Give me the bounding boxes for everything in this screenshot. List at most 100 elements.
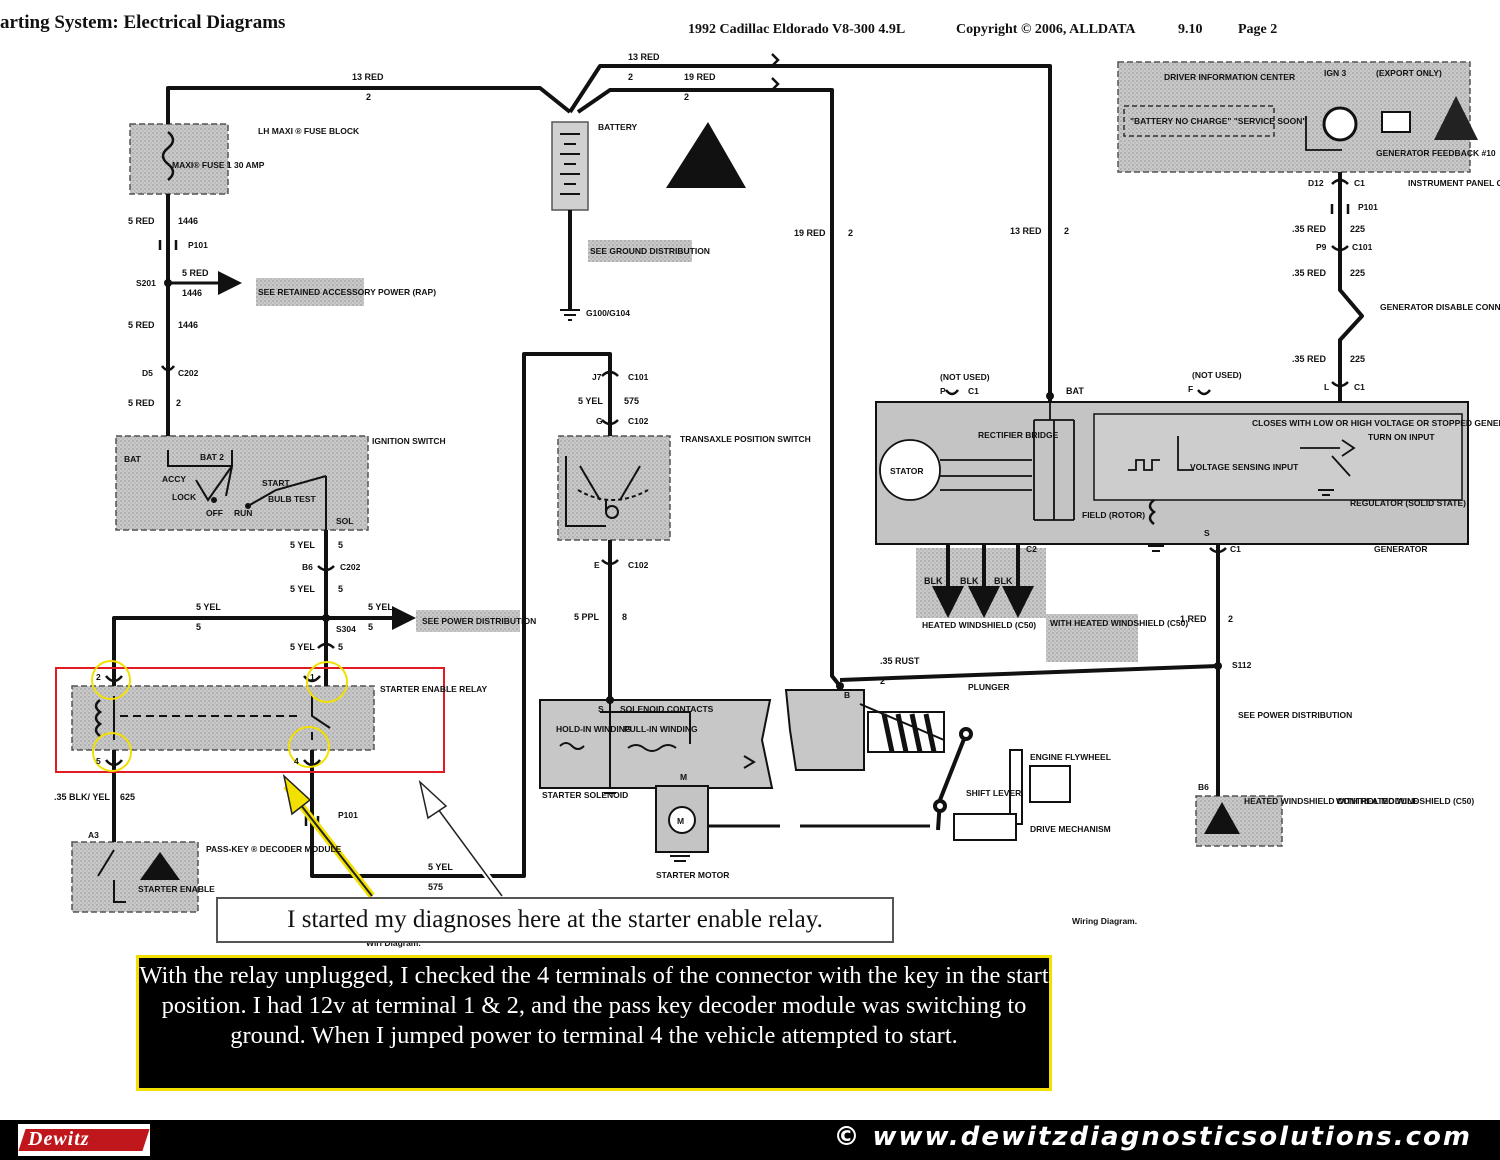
copyright-label: Copyright © 2006, ALLDATA <box>956 22 1136 37</box>
version-label: 9.10 <box>1178 22 1203 37</box>
stator-label: STATOR <box>890 466 924 476</box>
dic-message-box <box>1123 105 1275 137</box>
starter-motor-label: STARTER MOTOR <box>656 870 729 880</box>
motor-icon <box>668 806 696 834</box>
ign-run: RUN <box>234 508 252 518</box>
hwcm-label: HEATED WINDSHIELD CONTROL MODULE <box>1244 796 1418 806</box>
svg-text:225: 225 <box>1350 354 1365 364</box>
field-label: FIELD (ROTOR) <box>1082 510 1145 520</box>
plunger-label: PLUNGER <box>968 682 1010 692</box>
maxi-fuse-label: MAXI® FUSE 1 30 AMP <box>172 160 265 170</box>
svg-text:.35 RED: .35 RED <box>1292 268 1327 278</box>
connector-labels: P101 S201 D5 C202 B6 C202 S304 A3 P101 J… <box>88 178 1378 840</box>
terminal-5: 5 <box>96 756 101 766</box>
svg-text:5 YEL: 5 YEL <box>196 602 221 612</box>
svg-text:.35 BLK/ YEL: .35 BLK/ YEL <box>54 792 110 802</box>
svg-text:2: 2 <box>176 398 181 408</box>
wire-19red <box>576 88 842 688</box>
battery-box <box>551 121 589 211</box>
shift-lever-label: SHIFT LEVER <box>966 788 1021 798</box>
rectifier-label: RECTIFIER BRIDGE <box>978 430 1059 440</box>
annotation-diagnosis: With the relay unplugged, I checked the … <box>136 955 1052 1091</box>
svg-text:S112: S112 <box>1232 660 1252 670</box>
ign3-gauge <box>1322 106 1358 142</box>
battery-label: BATTERY <box>598 122 638 132</box>
ign-sol: SOL <box>336 516 353 526</box>
svg-text:2: 2 <box>628 72 633 82</box>
svg-text:1446: 1446 <box>178 320 198 330</box>
hold-in-label: HOLD-IN WINDING <box>556 724 632 734</box>
svg-text:S201: S201 <box>136 278 156 288</box>
terminal-1: 1 <box>310 672 315 682</box>
terminal-4: 4 <box>294 756 299 766</box>
svg-text:575: 575 <box>624 396 639 406</box>
footer-bar: Dewitz © www.dewitzdiagnosticsolutions.c… <box>0 1120 1500 1160</box>
svg-text:13 RED: 13 RED <box>628 52 660 62</box>
wire-13red-fuse <box>166 86 572 124</box>
svg-text:1446: 1446 <box>178 216 198 226</box>
svg-text:225: 225 <box>1350 224 1365 234</box>
generator-label: GENERATOR <box>1374 544 1428 554</box>
svg-text:19 RED: 19 RED <box>794 228 826 238</box>
fuse-block-box <box>129 123 229 195</box>
flywheel-box <box>1029 765 1071 803</box>
svg-text:5: 5 <box>338 584 343 594</box>
svg-text:C2: C2 <box>1026 544 1037 554</box>
ign-bat: BAT <box>124 454 142 464</box>
svg-text:.35 RUST: .35 RUST <box>880 656 920 666</box>
svg-text:M: M <box>680 772 687 782</box>
svg-text:5 YEL: 5 YEL <box>428 862 453 872</box>
svg-text:575: 575 <box>428 882 443 892</box>
svg-text:M: M <box>677 816 684 826</box>
shift-lever <box>859 703 973 831</box>
svg-text:C202: C202 <box>178 368 199 378</box>
pull-in-label: PULL-IN WINDING <box>624 724 698 734</box>
drive-mechanism-label: DRIVE MECHANISM <box>1030 824 1111 834</box>
annotation-start-here: I started my diagnoses here at the start… <box>216 897 894 943</box>
power-dist-box <box>416 610 520 632</box>
svg-text:5 YEL: 5 YEL <box>290 540 315 550</box>
svg-text:C202: C202 <box>340 562 361 572</box>
svg-text:.35 RED: .35 RED <box>1292 224 1327 234</box>
svg-text:2: 2 <box>848 228 853 238</box>
rap-label: SEE RETAINED ACCESSORY POWER (RAP) <box>258 287 436 297</box>
page-title: arting System: Electrical Diagrams <box>0 12 286 33</box>
svg-text:2: 2 <box>1228 614 1233 624</box>
dewitz-logo[interactable]: Dewitz <box>18 1124 150 1156</box>
ign-lock: LOCK <box>172 492 197 502</box>
svg-text:D5: D5 <box>142 368 153 378</box>
relay-internals <box>94 696 331 740</box>
svg-text:BAT: BAT <box>1066 386 1084 396</box>
ignition-internals <box>167 450 327 530</box>
svg-text:BLK: BLK <box>960 576 979 586</box>
svg-text:5: 5 <box>338 642 343 652</box>
wiring-diagram-label: Wiring Diagram. <box>1072 916 1137 926</box>
hwcm-box <box>1195 795 1283 847</box>
ign-bulb: BULB TEST <box>268 494 317 504</box>
starter-enable-label: STARTER ENABLE <box>138 884 215 894</box>
svg-text:5 PPL: 5 PPL <box>574 612 600 622</box>
terminal-2: 2 <box>96 672 101 682</box>
connector-symbols <box>105 53 1350 826</box>
dic-message: "BATTERY NO CHARGE" "SERVICE SOON" <box>1130 116 1306 126</box>
wire-rust <box>839 664 1219 682</box>
fuse-block-label: LH MAXI ® FUSE BLOCK <box>258 126 360 136</box>
wire-13red-top <box>568 64 1052 402</box>
svg-text:2: 2 <box>366 92 371 102</box>
svg-text:5 RED: 5 RED <box>128 216 155 226</box>
svg-text:5: 5 <box>338 540 343 550</box>
website-link[interactable]: © www.dewitzdiagnosticsolutions.com <box>833 1122 1472 1152</box>
svg-text:F: F <box>1188 384 1193 394</box>
passkey-box <box>71 841 199 913</box>
esd-warning-icon <box>140 96 1478 880</box>
logo-text: Dewitz <box>28 1128 90 1150</box>
svg-text:625: 625 <box>120 792 135 802</box>
svg-text:5 YEL: 5 YEL <box>290 642 315 652</box>
ignition-switch-label: IGNITION SWITCH <box>372 436 446 446</box>
svg-text:BLK: BLK <box>924 576 943 586</box>
svg-text:13 RED: 13 RED <box>1010 226 1042 236</box>
solenoid-contacts-label: SOLENOID CONTACTS <box>620 704 714 714</box>
ipc-label: INSTRUMENT PANEL CLUSTER (IPC) <box>1408 178 1500 188</box>
closes-with-label: CLOSES WITH LOW OR HIGH VOLTAGE OR STOPP… <box>1252 418 1500 428</box>
svg-text:P101: P101 <box>1358 202 1378 212</box>
